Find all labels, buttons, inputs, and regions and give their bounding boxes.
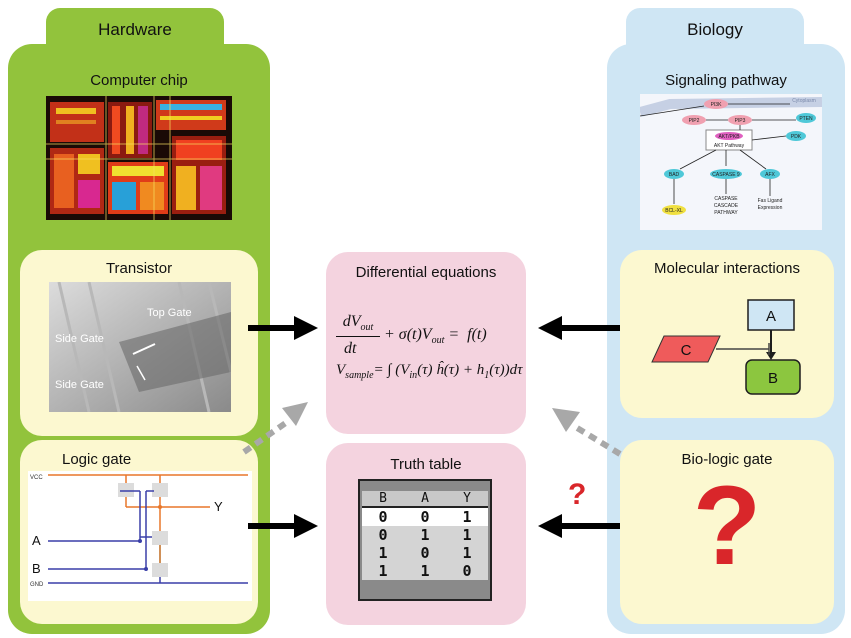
vcc-label: VCC	[30, 475, 43, 481]
truth-table-title: Truth table	[390, 456, 462, 473]
truth-table-row: 0 1 1	[362, 526, 488, 544]
truth-table-cell: 1	[462, 526, 472, 544]
node-c	[651, 335, 721, 363]
dashed-arrow-biologic-to-diffeq	[552, 408, 622, 457]
truth-table-cell: 0	[420, 508, 430, 526]
truth-table-cell: 1	[462, 508, 472, 526]
differential-equations-title: Differential equations	[355, 264, 497, 281]
node-a	[747, 299, 795, 331]
truth-table-header-row: B A Y	[362, 491, 488, 508]
truth-table-cell: 1	[420, 562, 430, 580]
afx-label: AFX	[765, 172, 775, 178]
differential-equations-panel	[326, 252, 526, 434]
bclxl-label: BCL-XL	[665, 208, 683, 214]
dashed-arrow-logic-to-diffeq	[242, 402, 308, 455]
caspase-cascade-label-3: PATHWAY	[714, 210, 738, 216]
node-a-label: A	[766, 308, 776, 325]
question-mark-arrow-label: ?	[568, 478, 587, 511]
truth-table-cell: 1	[420, 526, 430, 544]
transistor-image: Top Gate Side Gate Side Gate	[49, 282, 231, 412]
akt-label: AKT/PKB	[718, 134, 740, 140]
pip2-label: PIP2	[689, 118, 700, 124]
gnd-label: GND	[30, 582, 44, 588]
fas-ligand-label-2: Expression	[758, 205, 783, 211]
arrow-biologic-to-truth	[538, 514, 620, 538]
side-gate-label-2: Side Gate	[55, 379, 104, 391]
bio-logic-question-mark: ?	[692, 463, 762, 588]
truth-table-row: 1 1 0	[362, 562, 488, 580]
molecular-interactions-title: Molecular interactions	[654, 260, 800, 277]
caspase-cascade-label-2: CASCADE	[714, 203, 739, 209]
truth-table-cell: 1	[378, 562, 388, 580]
truth-table-row: 0 0 1	[362, 508, 488, 526]
truth-table-cell: 1	[378, 544, 388, 562]
logic-gate-title: Logic gate	[62, 451, 132, 468]
bio-logic-gate-title: Bio-logic gate	[681, 451, 773, 468]
node-b	[745, 359, 801, 395]
top-gate-label: Top Gate	[147, 307, 192, 319]
logic-gate-schematic: VCC Y A B GND	[28, 471, 252, 601]
truth-table-header: B	[379, 491, 387, 506]
truth-table-header: A	[421, 491, 429, 506]
fas-ligand-label-1: Fas Ligand	[758, 198, 783, 204]
bad-label: BAD	[669, 172, 680, 178]
truth-table-cell: 0	[420, 544, 430, 562]
truth-table-header: Y	[463, 491, 471, 506]
bio-logic-gate-panel	[620, 440, 834, 624]
arrow-logic-to-truth	[248, 514, 318, 538]
truth-table-cell: 1	[462, 544, 472, 562]
arrow-molecular-to-diffeq	[538, 316, 620, 340]
signaling-pathway-title: Signaling pathway	[665, 72, 787, 89]
caspase9-label: CASPASE 9	[712, 172, 740, 178]
signaling-pathway-image: PI3K Cytoplasm PTEN PIP2 PIP3 PDK AKT/PK…	[640, 94, 822, 230]
molecular-interactions-diagram: A B C	[651, 299, 801, 395]
akt-pathway-label: AKT Pathway	[714, 143, 745, 149]
computer-chip-title: Computer chip	[90, 72, 188, 89]
input-a-label: A	[32, 533, 41, 548]
node-b-label: B	[768, 370, 778, 387]
transistor-title: Transistor	[105, 260, 173, 277]
truth-table: B A Y 0 0 1 0 1 1 1 0 1 1 1 0	[362, 491, 488, 580]
truth-table-row: 1 0 1	[362, 544, 488, 562]
side-gate-label-1: Side Gate	[55, 333, 104, 345]
arrow-transistor-to-diffeq	[248, 316, 318, 340]
output-y-label: Y	[214, 499, 223, 514]
pdk-label: PDK	[791, 134, 802, 140]
computer-chip-image	[46, 96, 232, 220]
caspase-cascade-label-1: CASPASE	[714, 196, 738, 202]
node-c-label: C	[681, 342, 692, 359]
pip3-label: PIP3	[735, 118, 746, 124]
truth-table-cell: 0	[378, 508, 388, 526]
truth-table-cell: 0	[378, 526, 388, 544]
hardware-header-label: Hardware	[98, 20, 172, 39]
pi3k-label: PI3K	[711, 102, 723, 108]
truth-table-cell: 0	[462, 562, 472, 580]
pten-label: PTEN	[799, 116, 813, 122]
cytoplasm-label: Cytoplasm	[792, 98, 816, 104]
input-b-label: B	[32, 561, 41, 576]
biology-header-label: Biology	[687, 20, 743, 39]
